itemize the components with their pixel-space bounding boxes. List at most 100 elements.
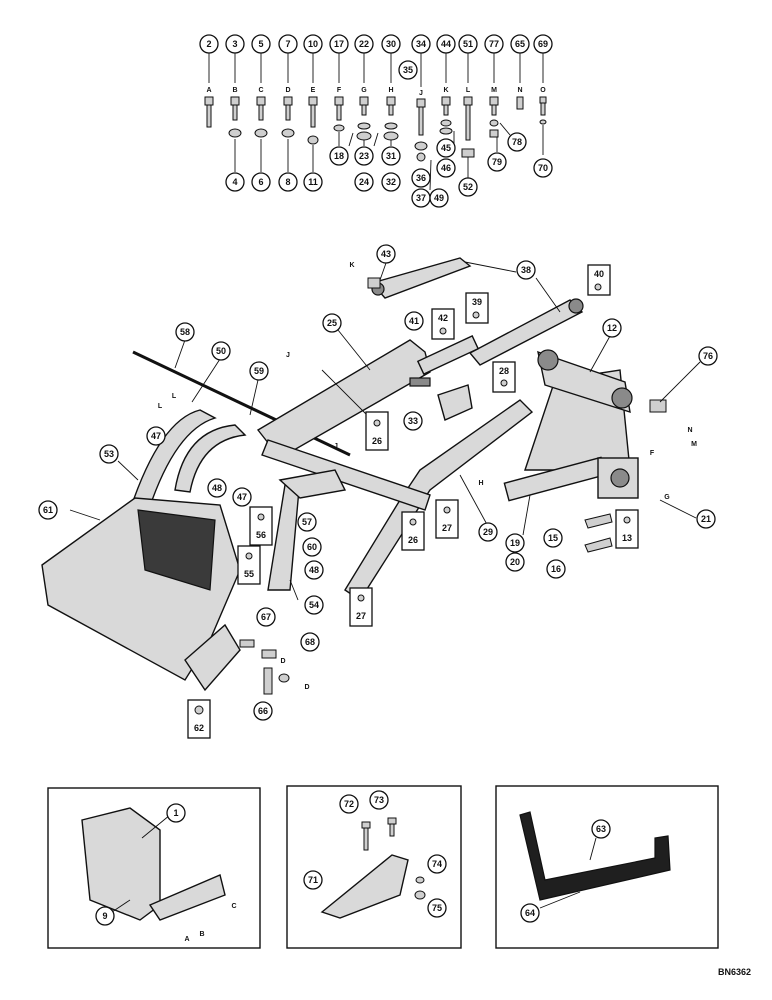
square-callout: 13 <box>615 509 639 549</box>
svg-text:59: 59 <box>254 366 264 376</box>
callout: 66 <box>253 701 273 721</box>
svg-text:74: 74 <box>432 859 442 869</box>
part-letter: K <box>349 262 354 269</box>
part-letter: D <box>280 658 285 665</box>
svg-text:29: 29 <box>483 527 493 537</box>
callout: 51 <box>458 34 478 54</box>
callout: 41 <box>404 311 424 331</box>
callout: 24 <box>354 172 374 192</box>
callout: 65 <box>510 34 530 54</box>
callout: 31 <box>381 146 401 166</box>
svg-text:23: 23 <box>359 151 369 161</box>
callout: 37 <box>411 188 431 208</box>
hardware-letter: C <box>258 87 263 94</box>
svg-text:57: 57 <box>302 517 312 527</box>
callout: 11 <box>303 172 323 192</box>
svg-text:47: 47 <box>151 431 161 441</box>
svg-text:9: 9 <box>102 911 107 921</box>
svg-text:32: 32 <box>386 177 396 187</box>
svg-text:52: 52 <box>463 182 473 192</box>
callout: 67 <box>256 607 276 627</box>
callout: 79 <box>487 152 507 172</box>
square-callout: 42 <box>431 308 455 340</box>
svg-text:24: 24 <box>359 177 369 187</box>
svg-text:2: 2 <box>206 39 211 49</box>
svg-text:5: 5 <box>258 39 263 49</box>
drawing-code: BN6362 <box>718 967 751 977</box>
hardware-letter: E <box>311 87 316 94</box>
callout: 43 <box>376 244 396 264</box>
svg-text:46: 46 <box>441 163 451 173</box>
callout: 9 <box>95 906 115 926</box>
svg-text:25: 25 <box>327 318 337 328</box>
svg-text:20: 20 <box>510 557 520 567</box>
square-callout: 26 <box>401 511 425 551</box>
callout: 17 <box>329 34 349 54</box>
callout: 4 <box>225 172 245 192</box>
callout: 68 <box>300 632 320 652</box>
inset-bucket-tooth: 72 73 71 74 75 <box>286 785 462 949</box>
callout: 6 <box>251 172 271 192</box>
callout: 78 <box>507 132 527 152</box>
callout: 54 <box>304 595 324 615</box>
inset-cutting-edge: 63 64 <box>495 785 719 949</box>
part-letter: C <box>231 903 236 910</box>
callout: 50 <box>211 341 231 361</box>
svg-text:40: 40 <box>594 269 604 279</box>
callout: 60 <box>302 537 322 557</box>
callout: 52 <box>458 177 478 197</box>
square-callout: 27 <box>349 587 373 627</box>
svg-text:47: 47 <box>237 492 247 502</box>
hardware-letter: A <box>206 87 211 94</box>
svg-text:63: 63 <box>596 824 606 834</box>
svg-text:43: 43 <box>381 249 391 259</box>
callout: 44 <box>436 34 456 54</box>
callout: 48 <box>304 560 324 580</box>
svg-text:35: 35 <box>403 65 413 75</box>
svg-text:39: 39 <box>472 297 482 307</box>
callout: 35 <box>398 60 418 80</box>
svg-text:76: 76 <box>703 351 713 361</box>
svg-text:65: 65 <box>515 39 525 49</box>
callout: 74 <box>427 854 447 874</box>
callout: 75 <box>427 898 447 918</box>
callout: 15 <box>543 528 563 548</box>
part-letter: A <box>184 936 189 943</box>
svg-text:61: 61 <box>43 505 53 515</box>
square-callout: 40 <box>587 264 611 296</box>
callout: 32 <box>381 172 401 192</box>
callout: 1 <box>166 803 186 823</box>
svg-text:12: 12 <box>607 323 617 333</box>
hardware-letter: N <box>517 87 522 94</box>
svg-text:28: 28 <box>499 366 509 376</box>
svg-text:73: 73 <box>374 795 384 805</box>
square-callout: 39 <box>465 292 489 324</box>
callout: 64 <box>520 903 540 923</box>
svg-text:71: 71 <box>308 875 318 885</box>
svg-text:21: 21 <box>701 514 711 524</box>
callout: 3 <box>225 34 245 54</box>
svg-text:53: 53 <box>104 449 114 459</box>
svg-text:64: 64 <box>525 908 535 918</box>
svg-text:10: 10 <box>308 39 318 49</box>
svg-text:42: 42 <box>438 313 448 323</box>
part-letter: H <box>478 480 483 487</box>
svg-text:18: 18 <box>334 151 344 161</box>
part-letter: D <box>304 684 309 691</box>
svg-text:70: 70 <box>538 163 548 173</box>
part-letter: L <box>158 403 163 410</box>
svg-text:4: 4 <box>232 177 237 187</box>
svg-text:15: 15 <box>548 533 558 543</box>
callout: 30 <box>381 34 401 54</box>
part-letter: B <box>199 931 204 938</box>
callout: 5 <box>251 34 271 54</box>
callout: 70 <box>533 158 553 178</box>
svg-text:27: 27 <box>442 523 452 533</box>
callout: 57 <box>297 512 317 532</box>
callout: 7 <box>278 34 298 54</box>
svg-text:58: 58 <box>180 327 190 337</box>
svg-text:48: 48 <box>212 483 222 493</box>
callout: 72 <box>339 794 359 814</box>
svg-text:50: 50 <box>216 346 226 356</box>
